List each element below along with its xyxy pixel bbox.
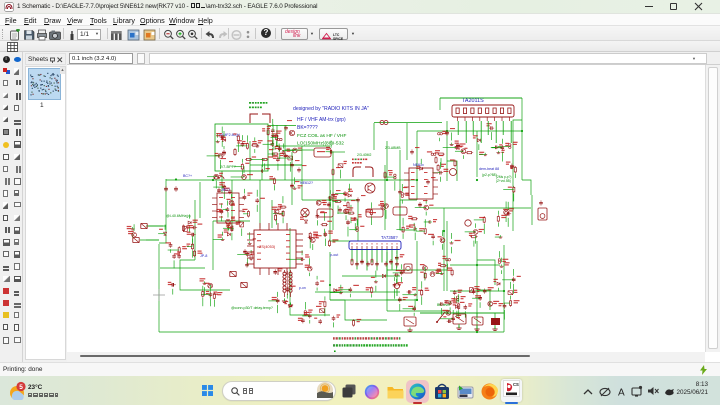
svg-text:designed by "RADIO KITS IN JA": designed by "RADIO KITS IN JA": [293, 106, 369, 112]
svg-text:JP-8: JP-8: [200, 254, 207, 258]
svg-text:2/7-BPF?: 2/7-BPF?: [220, 165, 236, 169]
svg-text:HF / VHF AM-trx (grp): HF / VHF AM-trx (grp): [297, 117, 346, 123]
svg-text:LO(150MHz)(88)I-532: LO(150MHz)(88)I-532: [297, 141, 344, 147]
svg-text:ZS(4053): ZS(4053): [259, 244, 276, 249]
svg-text:@conn.p30/T delay.temp?: @conn.p30/T delay.temp?: [231, 306, 273, 310]
svg-text:(p2-p?88): (p2-p?88): [482, 173, 497, 177]
svg-text:BK=????: BK=????: [297, 125, 318, 131]
svg-text:NE61x: NE61x: [413, 163, 424, 167]
svg-text:(Z+vol.5B): (Z+vol.5B): [496, 179, 511, 183]
svg-text:CS: CS: [513, 382, 519, 387]
svg-text:p-out: p-out: [330, 253, 338, 257]
svg-text:5: 5: [19, 384, 23, 391]
svg-text:A/IMF2.80(b): A/IMF2.80(b): [219, 133, 240, 137]
svg-text:@I-40.6MHz(p): @I-40.6MHz(p): [166, 214, 191, 218]
svg-text:BK-level: BK-level: [437, 303, 450, 307]
svg-text:2/3-40M2: 2/3-40M2: [357, 153, 371, 157]
svg-text:BC?+: BC?+: [183, 174, 192, 178]
svg-text:A: A: [618, 388, 625, 399]
svg-text:TA2011S: TA2011S: [462, 98, 484, 104]
svg-text:2/3-ABMB: 2/3-ABMB: [385, 146, 401, 150]
svg-text:LTC: LTC: [333, 33, 340, 37]
svg-text:NE612?: NE612?: [300, 181, 313, 185]
svg-text:dem-beat 88: dem-beat 88: [479, 167, 499, 171]
svg-text:(2Ms p-p?): (2Ms p-p?): [496, 175, 511, 179]
svg-text:JRC?: JRC?: [221, 188, 230, 192]
svg-text:SPICE: SPICE: [333, 37, 344, 41]
svg-text:FCZ COIL as HF / VHF: FCZ COIL as HF / VHF: [297, 133, 346, 139]
svg-text:TA7358?: TA7358?: [381, 235, 398, 240]
svg-text:p-on: p-on: [299, 286, 306, 290]
